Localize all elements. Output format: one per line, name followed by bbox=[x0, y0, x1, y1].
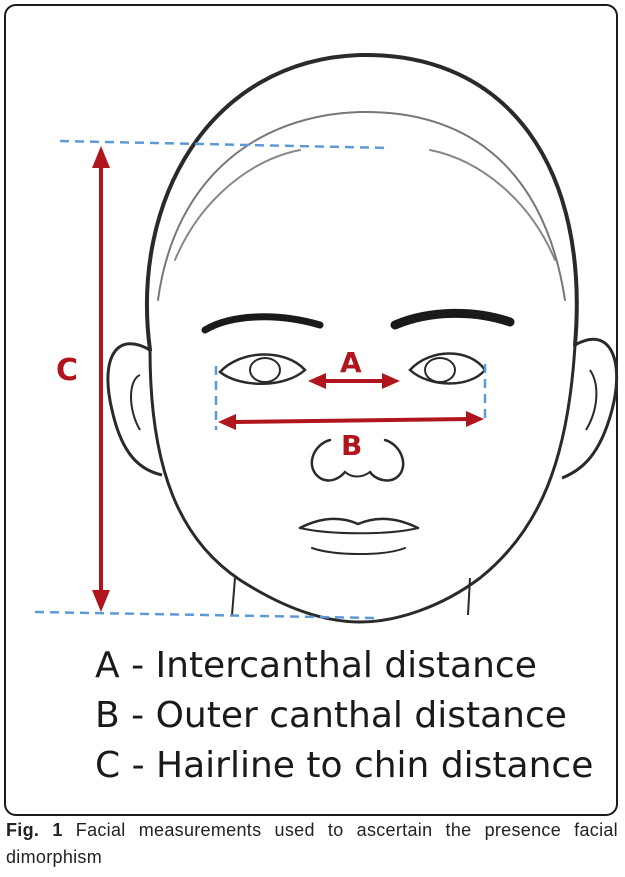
label-c: C bbox=[56, 353, 78, 388]
eye-left bbox=[220, 354, 305, 383]
label-b: B bbox=[341, 429, 362, 462]
eye-right bbox=[410, 354, 485, 384]
caption-prefix: Fig. 1 bbox=[6, 820, 63, 840]
figure-caption: Fig. 1 Facial measurements used to ascer… bbox=[6, 817, 618, 871]
label-a: A bbox=[340, 346, 362, 379]
eyebrows bbox=[205, 313, 510, 330]
arrow-b bbox=[232, 419, 470, 422]
legend-a: A - Intercanthal distance bbox=[95, 645, 537, 686]
caption-text: Facial measurements used to ascertain th… bbox=[6, 820, 618, 867]
head-outline bbox=[147, 55, 577, 622]
mouth bbox=[300, 519, 418, 554]
legend-c: C - Hairline to chin distance bbox=[95, 745, 593, 786]
chin-guide bbox=[35, 612, 375, 618]
ear-right bbox=[562, 339, 617, 478]
legend-b: B - Outer canthal distance bbox=[95, 695, 567, 736]
hairline-guide bbox=[60, 141, 390, 148]
